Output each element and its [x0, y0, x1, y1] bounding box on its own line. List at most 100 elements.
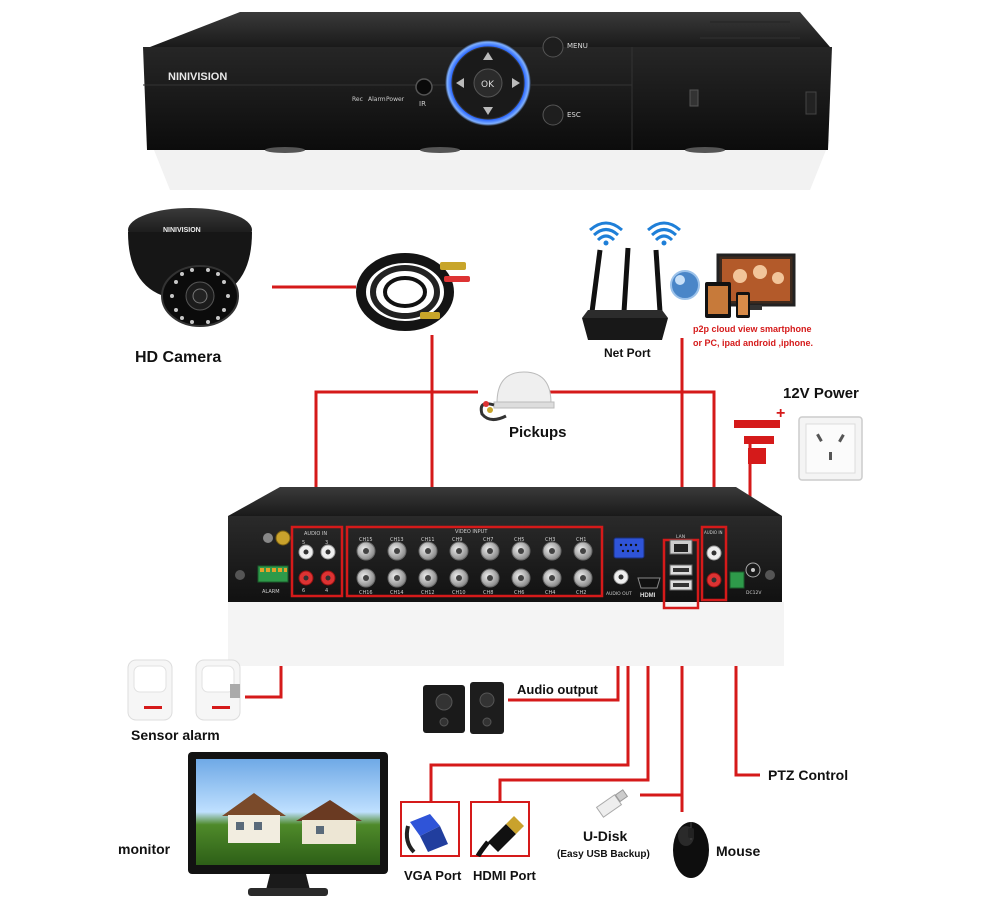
front-usb-port	[689, 89, 699, 107]
monitor-label: monitor	[118, 841, 171, 857]
audio-in-right-group	[700, 525, 728, 602]
bnc-pin	[394, 548, 400, 554]
channel-label: CH10	[452, 590, 466, 596]
indicator-rec: Rec	[352, 96, 363, 103]
esc-label: ESC	[567, 111, 581, 119]
ptz-terminal	[729, 571, 745, 589]
usb-flash-drive	[595, 789, 629, 818]
dvr-front-top	[150, 12, 830, 47]
bnc-pin	[580, 548, 586, 554]
channel-label: CH6	[514, 590, 524, 596]
monitor-screen	[196, 759, 380, 865]
vga-cable	[400, 801, 460, 857]
power-symbol	[734, 420, 780, 464]
channel-label: CH11	[421, 537, 435, 543]
lan-label: LAN	[676, 534, 685, 540]
cloud-devices	[670, 253, 796, 318]
wall-socket	[798, 416, 863, 481]
bnc-pin	[580, 575, 586, 581]
pickups-label: Pickups	[509, 424, 567, 441]
bnc-pin	[456, 575, 462, 581]
esc-button[interactable]	[542, 104, 564, 126]
pickup-microphone	[479, 371, 555, 421]
menu-button[interactable]	[542, 36, 564, 58]
vent-slots	[700, 21, 800, 39]
hd-camera-label: HD Camera	[135, 349, 221, 366]
channel-label: CH4	[545, 590, 555, 596]
video-input-group	[345, 525, 604, 598]
cloud-line-2: or PC, ipad android ,iphone.	[693, 338, 813, 348]
sensor-alarm-devices	[127, 659, 241, 721]
audio-in-left-jacks	[298, 544, 336, 586]
wire-hdmi	[498, 598, 650, 802]
camera-brand: NINIVISION	[163, 227, 201, 234]
wire-vga	[429, 568, 630, 802]
wire-pickups-audio-in-right	[540, 390, 716, 526]
bnc-pin	[549, 548, 555, 554]
bnc-pin	[425, 575, 431, 581]
bnc-pin	[456, 548, 462, 554]
channel-label: CH3	[545, 537, 555, 543]
audio-in-left-group	[290, 525, 344, 598]
audio-in-left-label: AUDIO IN	[304, 531, 327, 537]
audio-output-label: Audio output	[517, 682, 599, 697]
bnc-pin	[518, 575, 524, 581]
connection-wires	[245, 285, 760, 812]
front-brand: NINIVISION	[168, 71, 227, 83]
monitor-device	[188, 752, 388, 896]
speakers	[423, 682, 504, 734]
hdmi-connector	[637, 577, 661, 589]
cloud-line-1: p2p cloud view smartphone	[693, 324, 812, 334]
menu-label: MENU	[567, 42, 588, 50]
alarm-label: ALARM	[262, 589, 280, 595]
channel-label: CH16	[359, 590, 373, 596]
udisk-sub-label: (Easy USB Backup)	[557, 849, 650, 860]
channel-label: CH7	[483, 537, 493, 543]
mouse-label: Mouse	[716, 843, 761, 859]
ir-label: IR	[419, 100, 426, 108]
vga-port-label: VGA Port	[404, 868, 462, 883]
net-port-label: Net Port	[604, 346, 651, 360]
dc-label: DC12V	[746, 590, 762, 596]
nav-up-icon[interactable]	[483, 52, 493, 60]
vga-connector	[613, 537, 645, 559]
nav-right-icon[interactable]	[512, 78, 520, 88]
svg-text:6: 6	[302, 588, 305, 594]
audio-in-right-label: AUDIO IN	[704, 530, 723, 535]
nav-left-icon[interactable]	[456, 78, 464, 88]
svg-text:3: 3	[325, 540, 328, 546]
ok-button[interactable]	[473, 68, 503, 98]
wifi-icon	[589, 221, 623, 242]
svg-text:4: 4	[325, 588, 328, 594]
power-label: 12V Power	[783, 385, 859, 402]
indicator-labels: Rec Alarm Power	[352, 96, 405, 103]
ir-sensor	[415, 78, 433, 96]
dvr-rear-top	[228, 487, 782, 516]
bnc-pin	[487, 575, 493, 581]
channel-label: CH15	[359, 537, 373, 543]
channel-label: CH14	[390, 590, 404, 596]
sensor-alarm-label: Sensor alarm	[131, 727, 220, 743]
video-input-label: VIDEO INPUT	[455, 529, 488, 535]
bnc-pin	[425, 548, 431, 554]
bnc-pin	[363, 548, 369, 554]
bnc-pin	[394, 575, 400, 581]
svg-text:5: 5	[302, 540, 305, 546]
bnc-pin	[549, 575, 555, 581]
hd-camera: NINIVISION	[128, 208, 252, 327]
navigation-pad[interactable]: OK	[445, 40, 531, 126]
hdmi-port-label: HDMI Port	[473, 868, 537, 883]
channel-label: CH12	[421, 590, 435, 596]
nav-down-icon[interactable]	[483, 107, 493, 115]
bnc-pin	[487, 548, 493, 554]
bnc-pin	[518, 548, 524, 554]
bnc-pin	[363, 575, 369, 581]
channel-label: CH2	[576, 590, 586, 596]
audio-out-label: AUDIO OUT	[606, 591, 632, 597]
channel-label: CH13	[390, 537, 404, 543]
dvr-front-unit: NINIVISION Rec Alarm Power IR OK MENU ES…	[143, 12, 832, 190]
wifi-router	[582, 221, 681, 340]
